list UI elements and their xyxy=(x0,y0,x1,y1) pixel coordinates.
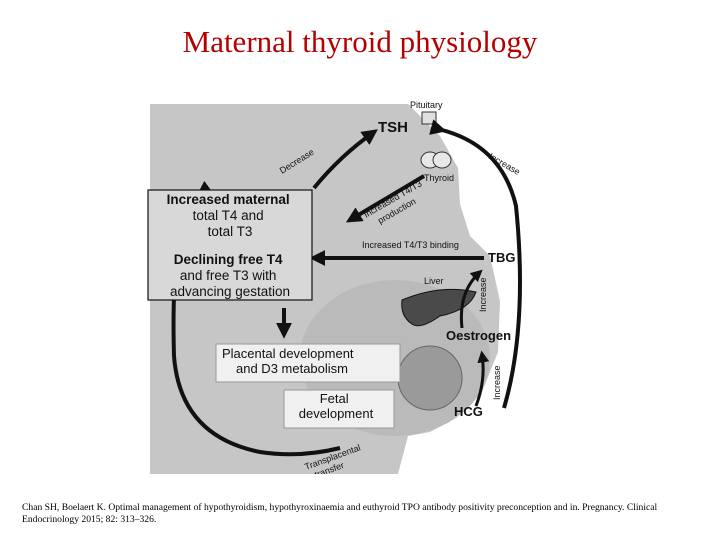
maternal-line-1: Increased maternal xyxy=(167,192,290,207)
placental-box: Placental development and D3 metabolism xyxy=(215,343,401,383)
hcg-label: HCG xyxy=(454,404,483,419)
production-arrow xyxy=(345,174,426,223)
oestrogen-label: Oestrogen xyxy=(446,328,511,343)
maternal-line-3: total T3 xyxy=(208,224,253,239)
thyroid-icon xyxy=(420,151,452,169)
increase-thyroid-arrow xyxy=(429,119,522,409)
fetus-icon xyxy=(397,345,463,411)
increase-liver-label: Increase xyxy=(478,277,488,312)
pituitary-label: Pituitary xyxy=(410,100,443,110)
increase-hcg-label: Increase xyxy=(492,365,502,400)
pituitary-icon xyxy=(421,111,437,125)
thyroid-label: Thyroid xyxy=(424,173,454,183)
decrease-arrow xyxy=(312,129,378,190)
tsh-label: TSH xyxy=(378,119,408,136)
placental-line-1: Placental development xyxy=(222,346,354,361)
fetal-box: Fetal development xyxy=(283,389,395,429)
declining-line-1: Declining free T4 xyxy=(174,252,283,267)
liver-increase-arrow xyxy=(459,269,483,329)
maternal-line-2: total T4 and xyxy=(193,208,264,223)
slide-title: Maternal thyroid physiology xyxy=(182,24,538,59)
fetal-line-2: development xyxy=(299,406,374,421)
declining-line-3: advancing gestation xyxy=(170,284,290,299)
placental-line-2: and D3 metabolism xyxy=(236,361,348,376)
svg-text:Fetal development: Fetal development xyxy=(299,391,374,421)
thyroid-physiology-diagram: Pituitary TSH Thyroid Decrease Increase … xyxy=(147,100,522,474)
liver-icon xyxy=(401,288,477,327)
binding-label: Increased T4/T3 binding xyxy=(362,240,459,250)
hcg-increase-arrow xyxy=(474,350,490,407)
svg-text:Placental development an: Placental development and D3 metabolism xyxy=(222,346,357,376)
declining-line-2: and free T3 with xyxy=(180,268,277,283)
maternal-thyroid-box: Increased maternal total T4 and total T3… xyxy=(147,189,313,301)
tbg-label: TBG xyxy=(488,250,515,265)
fetal-line-1: Fetal xyxy=(320,391,349,406)
citation-text: Chan SH, Boelaert K. Optimal management … xyxy=(22,502,658,525)
svg-text:Declining free T4 and fr: Declining free T4 and free T3 with advan… xyxy=(170,252,290,299)
svg-text:Increased maternal total: Increased maternal total T4 and total T3 xyxy=(167,192,294,239)
liver-label: Liver xyxy=(424,276,444,286)
